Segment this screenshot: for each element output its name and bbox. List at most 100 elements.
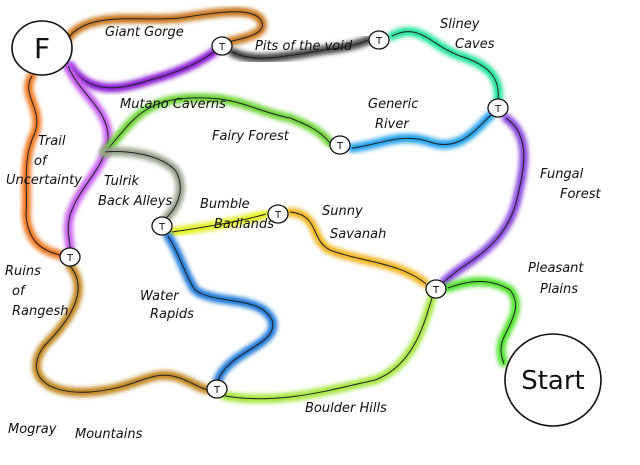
region-label-text: Giant Gorge — [105, 25, 184, 40]
route-line — [104, 151, 181, 219]
town-label: T — [66, 253, 74, 264]
route-water-rapids — [163, 231, 278, 385]
start-node-circle — [504, 333, 602, 427]
region-label-text: Boulder Hills — [305, 401, 387, 416]
route-glow — [63, 61, 113, 253]
route-pleasant-plains — [443, 277, 521, 369]
town-label: T — [432, 285, 440, 296]
route-line — [224, 297, 433, 400]
label-giant-gorge: Giant Gorge — [105, 25, 184, 40]
route-line — [104, 97, 331, 153]
route-fungal-forest — [439, 113, 529, 287]
town-circle — [368, 30, 390, 50]
region-label-text: of — [34, 154, 49, 169]
town-circle — [425, 279, 447, 299]
route-line — [67, 65, 109, 249]
town-node[interactable]: T — [59, 247, 81, 267]
route-ruins-of-rangesh — [21, 71, 65, 260]
route-mogray-mountains — [31, 261, 213, 397]
region-label-text: Sliney — [440, 17, 480, 32]
region-label-text: Uncertainty — [6, 173, 82, 188]
start-node-label: Start — [521, 366, 585, 396]
region-label-text: Mogray — [8, 422, 57, 437]
region-label-text: Pleasant — [528, 261, 584, 276]
region-label-text: Trail — [38, 134, 66, 149]
town-label: T — [213, 385, 221, 396]
region-label-text: Bumble — [200, 197, 250, 212]
region-label-text: Mutano Caverns — [120, 97, 226, 112]
route-line — [69, 51, 215, 89]
route-line — [351, 113, 493, 149]
route-line — [391, 31, 499, 101]
route-mutano-caverns — [65, 47, 219, 93]
region-label-text: Water — [140, 289, 180, 304]
route-generic-river — [347, 109, 497, 153]
route-fairy-forest — [100, 93, 335, 157]
region-label-text: Generic — [368, 97, 418, 112]
town-node[interactable]: T — [267, 204, 289, 224]
region-label-text: Tulrik — [104, 174, 139, 189]
route-tulrik-back-alleys — [100, 147, 185, 223]
town-circle — [59, 247, 81, 267]
finish-node[interactable]: F — [11, 20, 73, 76]
town-label: T — [274, 210, 282, 221]
route-line — [171, 213, 267, 233]
region-label-text: Ruins — [5, 264, 41, 279]
town-circle — [206, 379, 228, 399]
town-node[interactable]: T — [368, 30, 390, 50]
region-label-text: Plains — [540, 282, 578, 297]
route-line — [289, 211, 427, 285]
region-label-text: Forest — [560, 187, 602, 202]
town-circle — [211, 36, 233, 56]
route-sliney-caves — [387, 27, 503, 105]
start-node[interactable]: Start — [504, 333, 602, 427]
route-giant-gorge — [63, 7, 267, 47]
finish-node-label: F — [34, 32, 50, 65]
route-line — [443, 117, 525, 283]
town-circle — [487, 98, 509, 118]
town-node[interactable]: T — [487, 98, 509, 118]
town-label: T — [494, 104, 502, 115]
town-label: T — [375, 36, 383, 47]
region-label-text: Rangesh — [12, 304, 69, 319]
town-label: T — [218, 42, 226, 53]
town-node[interactable]: T — [211, 36, 233, 56]
region-label-text: Rapids — [150, 307, 194, 322]
town-circle — [267, 204, 289, 224]
town-circle — [329, 135, 351, 155]
label-mutano-caverns: Mutano Caverns — [120, 97, 226, 112]
route-glow — [347, 109, 497, 153]
region-label-text: Fungal — [540, 167, 584, 182]
route-pits-of-the-void — [227, 35, 373, 63]
label-pits-of-the-void: Pits of the void — [255, 39, 353, 54]
finish-node-circle — [11, 20, 73, 76]
town-node[interactable]: T — [425, 279, 447, 299]
town-node[interactable]: T — [329, 135, 351, 155]
region-label-text: Pits of the void — [255, 39, 353, 54]
label-boulder-hills: Boulder Hills — [305, 401, 387, 416]
route-trail-of-uncertainty — [63, 61, 113, 253]
route-line — [25, 75, 61, 256]
route-line — [35, 265, 209, 393]
town-node[interactable]: T — [151, 216, 173, 236]
town-label: T — [336, 141, 344, 152]
route-sunny-savanah — [285, 207, 431, 289]
label-fairy-forest: Fairy Forest — [212, 129, 290, 144]
town-circle — [151, 216, 173, 236]
town-label: T — [158, 222, 166, 233]
region-label-text: River — [375, 117, 410, 132]
region-label-text: Back Alleys — [98, 194, 173, 209]
town-node[interactable]: T — [206, 379, 228, 399]
region-label-text: Fairy Forest — [212, 129, 290, 144]
region-label-text: Savanah — [330, 227, 386, 242]
route-bumble-badlands — [167, 209, 271, 237]
